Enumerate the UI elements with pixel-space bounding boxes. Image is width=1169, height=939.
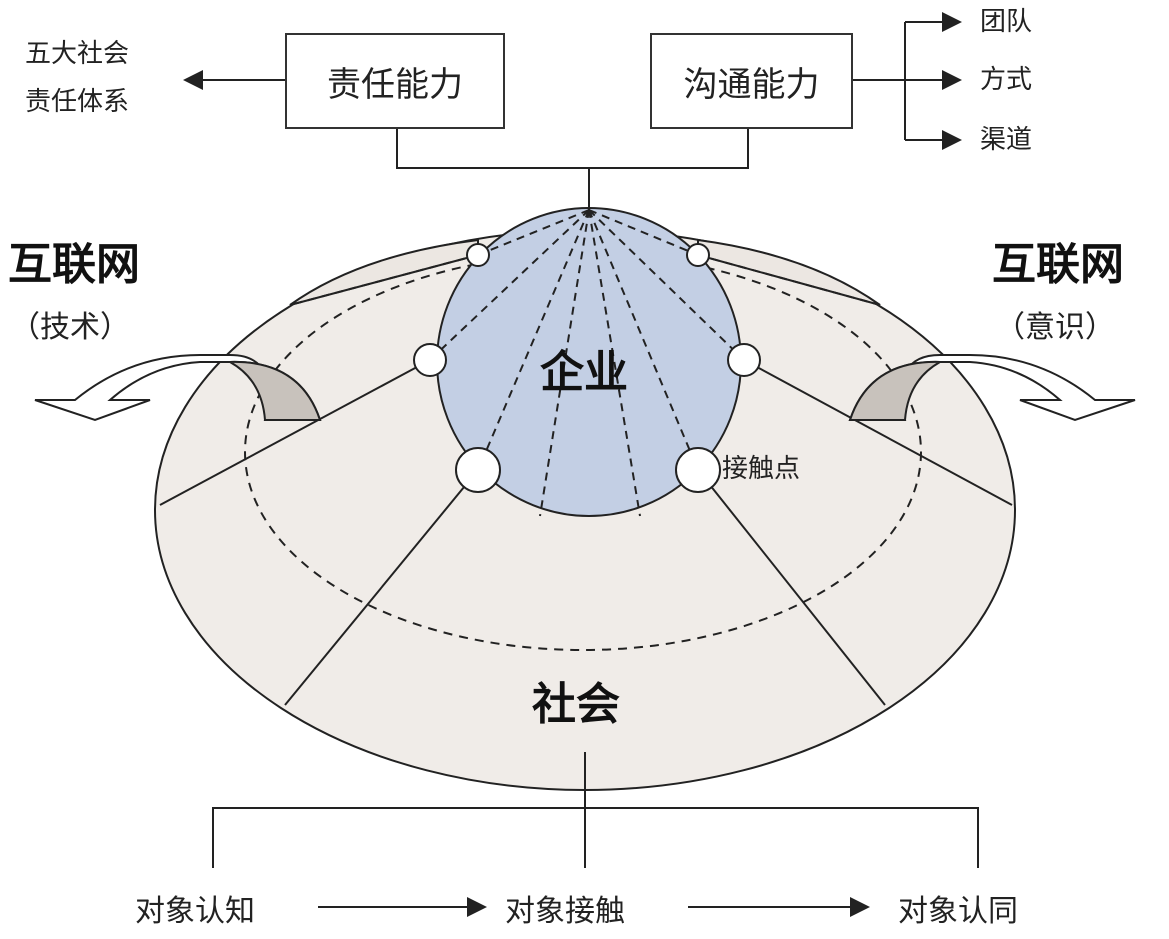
enterprise-label: 企业 xyxy=(540,347,628,398)
touchpoint xyxy=(675,447,721,493)
touchpoint xyxy=(727,343,761,377)
comm-item-method: 方式 xyxy=(980,65,1033,95)
touchpoint-label: 接触点 xyxy=(722,454,801,484)
touchpoint xyxy=(413,343,447,377)
internet-left-title: 互联网 xyxy=(8,239,140,290)
bottom-connectors xyxy=(212,752,979,917)
communication-box: 沟通能力 xyxy=(650,33,853,129)
touchpoint xyxy=(686,243,710,267)
left-note-line1: 五大社会 xyxy=(25,39,130,69)
stage-identification: 对象认同 xyxy=(898,894,1018,929)
curved-arrow-left xyxy=(34,354,322,422)
rim-right xyxy=(697,238,881,306)
internet-left-sub: （技术） xyxy=(10,310,130,345)
internet-right-title: 互联网 xyxy=(992,239,1124,290)
sector-lines xyxy=(159,359,1013,706)
responsibility-box: 责任能力 xyxy=(285,33,505,129)
meridians xyxy=(289,209,881,517)
society-label: 社会 xyxy=(532,679,620,730)
stage-contact: 对象接触 xyxy=(505,894,625,929)
rim-left xyxy=(289,238,479,306)
stage-cognition: 对象认知 xyxy=(135,894,255,929)
touchpoint xyxy=(466,243,490,267)
touchpoint xyxy=(455,447,501,493)
curved-arrow-right xyxy=(848,354,1136,422)
left-note-line2: 责任体系 xyxy=(25,87,130,117)
comm-item-channel: 渠道 xyxy=(980,125,1033,155)
internet-right-sub: （意识） xyxy=(995,310,1115,345)
touchpoints xyxy=(413,243,761,493)
top-connectors xyxy=(183,12,962,210)
comm-item-team: 团队 xyxy=(980,7,1033,37)
